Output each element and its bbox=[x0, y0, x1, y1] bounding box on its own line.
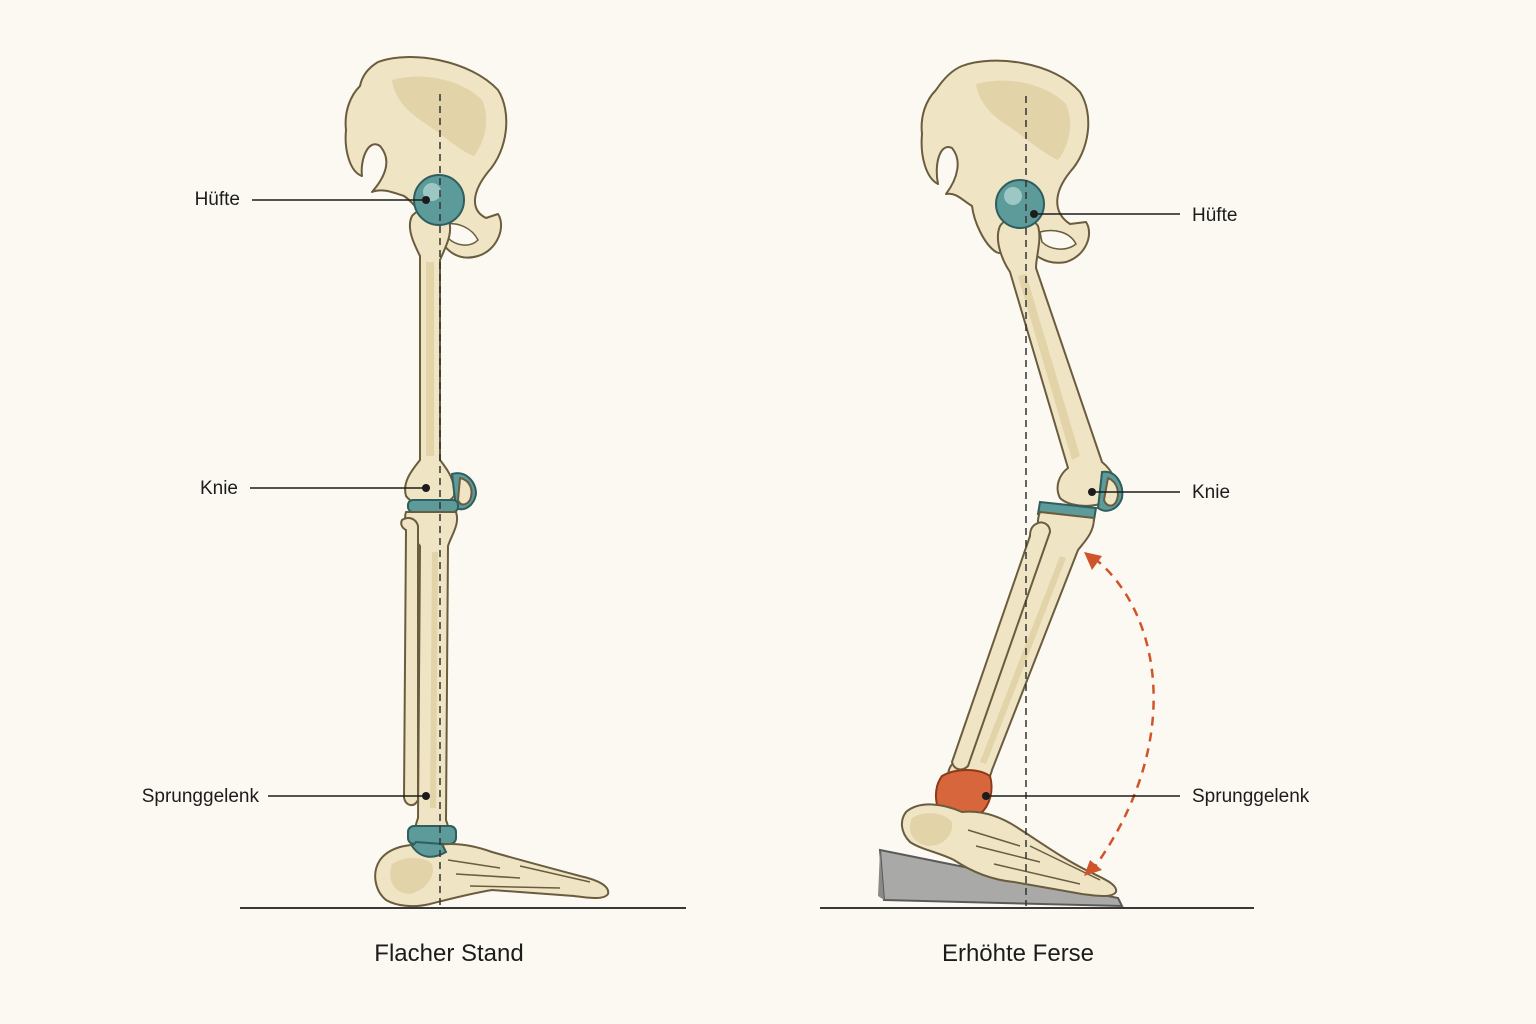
left-panel: Hüfte Knie Sprunggelenk Flacher Stand bbox=[142, 56, 686, 967]
right-label-hip: Hüfte bbox=[1192, 205, 1237, 226]
left-femur bbox=[404, 207, 456, 507]
left-ankle-cartilage bbox=[407, 825, 457, 845]
right-label-knee: Knie bbox=[1192, 482, 1230, 503]
left-foot bbox=[374, 840, 610, 908]
right-hip-joint bbox=[995, 179, 1045, 229]
left-label-hip: Hüfte bbox=[195, 189, 240, 210]
right-panel: Hüfte Knie Sprunggelenk Erhöhte Ferse bbox=[820, 59, 1310, 967]
left-caption: Flacher Stand bbox=[374, 940, 523, 967]
right-pelvis bbox=[920, 59, 1091, 264]
angle-arc-arrow bbox=[1092, 557, 1155, 869]
arc-arrowhead-top bbox=[1084, 552, 1102, 570]
left-label-ankle: Sprunggelenk bbox=[142, 786, 260, 807]
left-lower-leg bbox=[400, 511, 458, 833]
right-label-ankle: Sprunggelenk bbox=[1192, 786, 1310, 807]
arc-arrowhead-bottom bbox=[1084, 860, 1102, 876]
right-knee-dot bbox=[1088, 488, 1096, 496]
left-knee-cartilage bbox=[407, 499, 459, 513]
left-hip-dot bbox=[422, 196, 430, 204]
right-foot bbox=[900, 803, 1118, 897]
heel-wedge-side bbox=[878, 850, 884, 900]
left-label-knee: Knie bbox=[200, 478, 238, 499]
left-knee-dot bbox=[422, 484, 430, 492]
left-patella-bone bbox=[457, 477, 473, 506]
left-ankle-dot bbox=[422, 792, 430, 800]
right-lower-leg bbox=[947, 511, 1095, 787]
left-pelvis bbox=[344, 56, 508, 259]
right-ankle-dot bbox=[982, 792, 990, 800]
right-caption: Erhöhte Ferse bbox=[942, 940, 1094, 967]
right-hip-dot bbox=[1030, 210, 1038, 218]
